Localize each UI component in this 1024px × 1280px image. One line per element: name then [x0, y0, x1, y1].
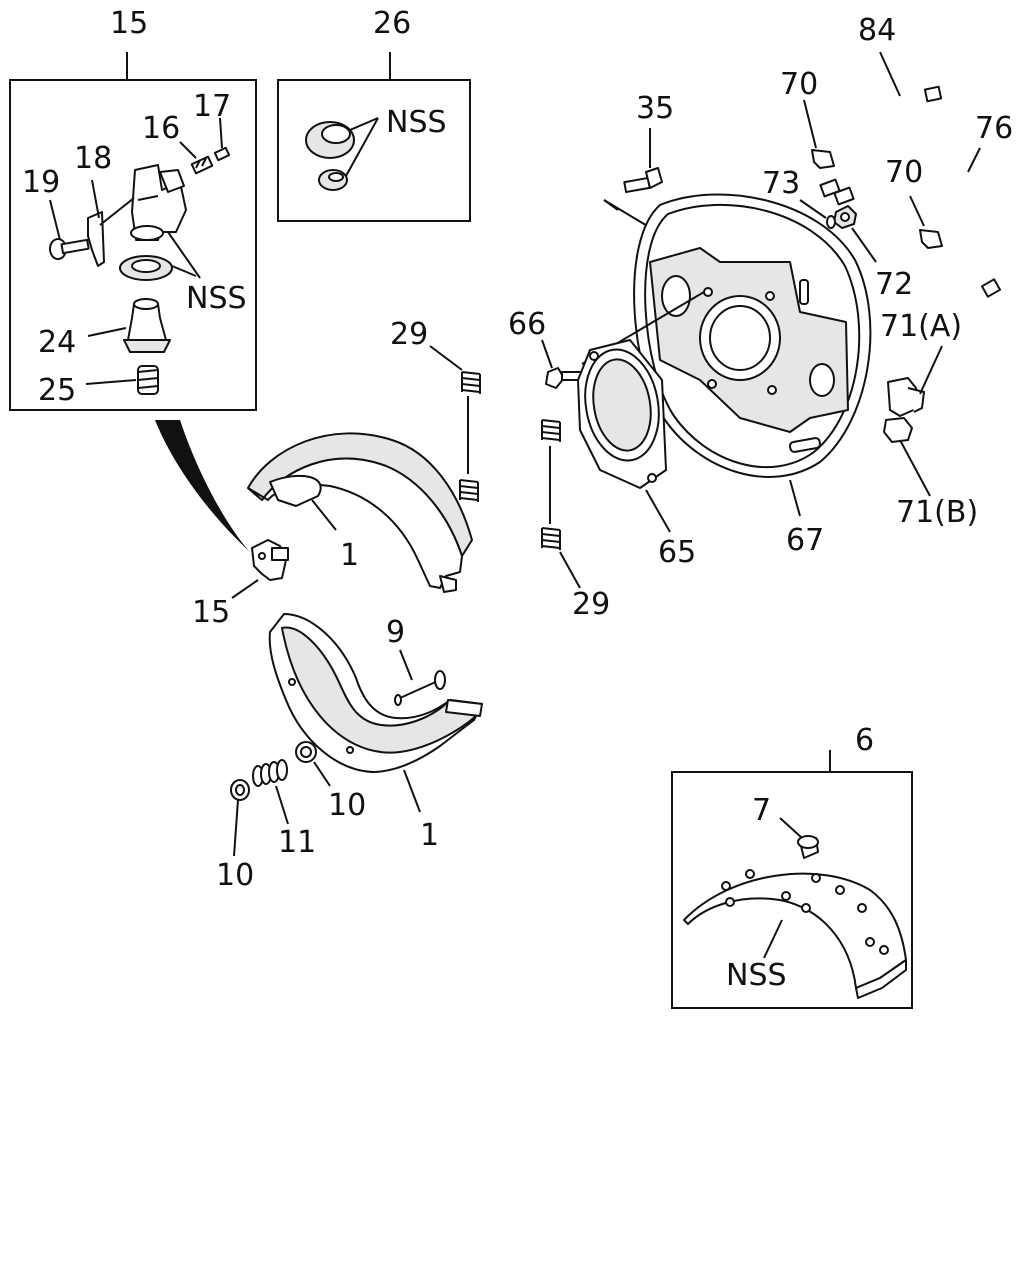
callout-7: 7	[752, 793, 771, 828]
callout-24: 24	[38, 325, 76, 360]
brake-lining	[683, 869, 907, 999]
box-15-frame	[9, 79, 257, 411]
bolt-35	[623, 167, 663, 194]
callout-10-left: 10	[216, 858, 254, 893]
brake-pipe-76	[844, 122, 993, 283]
callout-15-small: 15	[192, 595, 230, 630]
callout-18: 18	[74, 141, 112, 176]
callout-67: 67	[786, 523, 824, 558]
callout-29-lower: 29	[572, 587, 610, 622]
callout-76: 76	[975, 111, 1013, 146]
callout-19: 19	[22, 165, 60, 200]
callout-15-box: 15	[110, 6, 148, 41]
retainer-plate-18	[87, 211, 105, 267]
box-6-frame	[671, 771, 913, 1009]
callout-70-lower: 70	[885, 155, 923, 190]
callout-72: 72	[875, 267, 913, 302]
brake-shoe-lower	[268, 613, 483, 773]
spring-cup-10-left	[230, 779, 250, 801]
adjuster-screw-24	[123, 298, 171, 353]
callout-26-box: 26	[373, 6, 411, 41]
plug-71b	[883, 417, 913, 443]
callout-71a: 71(A)	[880, 309, 962, 344]
bolt-19	[49, 238, 90, 260]
gasket-65	[577, 339, 667, 489]
backing-plate-67	[633, 193, 872, 478]
wheel-cylinder-body	[130, 164, 187, 241]
hold-down-spring-11	[252, 759, 288, 787]
seal-kit-small	[318, 169, 348, 191]
bolt-66	[545, 367, 583, 389]
callout-25: 25	[38, 373, 76, 408]
rivet-7	[797, 835, 819, 859]
box-26-group: 26 NSS	[277, 6, 471, 222]
pipe-clip-70-upper	[811, 149, 835, 169]
callout-11: 11	[278, 825, 316, 860]
callout-29-upper: 29	[390, 317, 428, 352]
bleeder-screw-16	[190, 155, 214, 175]
callout-16: 16	[142, 111, 180, 146]
return-spring-29-lower	[541, 419, 561, 550]
brake-line-group: 84 76 70 70 72 73	[762, 13, 1013, 302]
callout-9: 9	[386, 615, 405, 650]
pipe-clip-70-lower	[919, 229, 943, 249]
callout-17: 17	[193, 89, 231, 124]
callout-1-lower: 1	[420, 818, 439, 853]
hold-down-pin-9	[394, 670, 446, 706]
washer-73	[826, 215, 836, 229]
callout-65: 65	[658, 535, 696, 570]
dust-cap-17	[213, 146, 231, 162]
callout-66: 66	[508, 307, 546, 342]
callout-71b: 71(B)	[896, 495, 978, 530]
box-15-group: 15 16 17 18 19	[9, 6, 257, 411]
nss-label-box-15: NSS	[186, 281, 247, 316]
nss-label-box-26: NSS	[386, 105, 447, 140]
return-spring-29-upper	[459, 371, 481, 502]
callout-84: 84	[858, 13, 896, 48]
seal-kit-large	[305, 121, 355, 159]
callout-10-right: 10	[328, 788, 366, 823]
zoom-pointer-wedge	[155, 420, 250, 552]
box-6-group: 6 7 NSS	[671, 723, 913, 1009]
grommet-71a	[887, 377, 925, 417]
box-26-frame	[277, 79, 471, 222]
callout-70-upper: 70	[780, 67, 818, 102]
nss-label-box-6: NSS	[726, 958, 787, 993]
spring-cup-10-right	[295, 741, 317, 763]
callout-1-upper: 1	[340, 538, 359, 573]
cylinder-seal-ring	[119, 255, 173, 281]
adjuster-spring-25	[137, 365, 159, 395]
wheel-cylinder-small-15	[251, 539, 289, 581]
callout-6-box: 6	[855, 723, 874, 758]
union-nut-72	[833, 205, 857, 229]
callout-35: 35	[636, 91, 674, 126]
brake-shoe-upper	[247, 432, 473, 593]
callout-73: 73	[762, 166, 800, 201]
